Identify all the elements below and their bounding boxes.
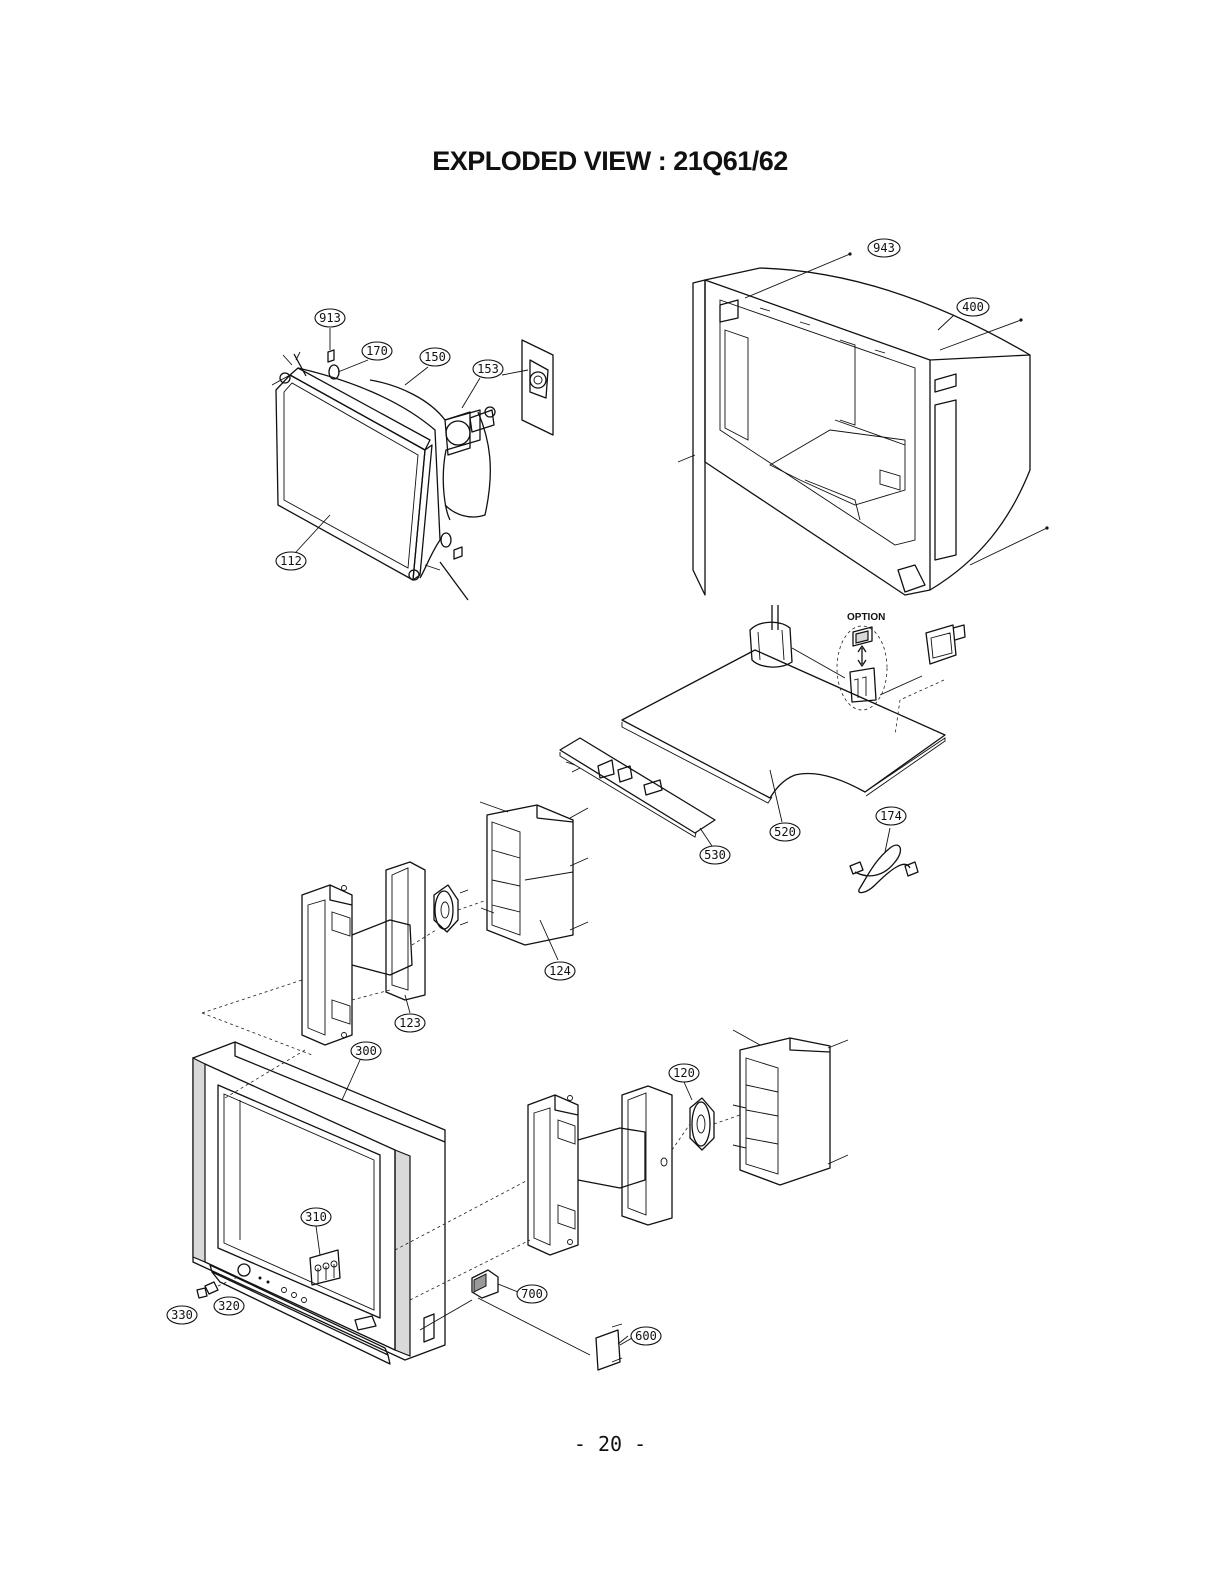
callout-120-label: 120 — [673, 1066, 695, 1080]
callout-153-label: 153 — [477, 362, 499, 376]
callout-330-label: 330 — [171, 1308, 193, 1322]
callout-170-label: 170 — [366, 344, 388, 358]
callout-150-label: 150 — [424, 350, 446, 364]
small-parts — [420, 1270, 632, 1370]
callout-310: 310 — [301, 1208, 331, 1226]
option-label: OPTION — [847, 612, 885, 623]
callout-120: 120 — [669, 1064, 699, 1082]
callout-530-label: 530 — [704, 848, 726, 862]
callout-600-label: 600 — [635, 1329, 657, 1343]
callout-124-label: 124 — [549, 964, 571, 978]
callout-330: 330 — [167, 1306, 197, 1324]
left-speaker-box — [302, 802, 588, 1045]
callout-913-label: 913 — [319, 311, 341, 325]
callout-943-label: 943 — [873, 241, 895, 255]
callout-310-label: 310 — [305, 1210, 327, 1224]
callout-300-label: 300 — [355, 1044, 377, 1058]
callout-600: 600 — [631, 1327, 661, 1345]
callout-320: 320 — [214, 1297, 244, 1315]
callout-400: 400 — [957, 298, 989, 316]
back-cover — [678, 252, 1049, 595]
main-pcb — [622, 605, 965, 803]
callout-320-label: 320 — [218, 1299, 240, 1313]
callout-112-label: 112 — [280, 554, 302, 568]
callout-112: 112 — [276, 552, 306, 570]
callout-174-label: 174 — [880, 809, 902, 823]
callout-700: 700 — [517, 1285, 547, 1303]
callout-300: 300 — [351, 1042, 381, 1060]
callout-124: 124 — [545, 962, 575, 980]
power-cord — [850, 828, 918, 893]
callout-520-label: 520 — [774, 825, 796, 839]
callout-943: 943 — [868, 239, 900, 257]
callout-153: 153 — [473, 360, 503, 378]
callout-400-label: 400 — [962, 300, 984, 314]
callout-174: 174 — [876, 807, 906, 825]
callout-520: 520 — [770, 823, 800, 841]
control-pcb — [560, 738, 715, 837]
callout-170: 170 — [362, 342, 392, 360]
callout-150: 150 — [420, 348, 450, 366]
front-cabinet — [193, 1042, 445, 1364]
callout-530: 530 — [700, 846, 730, 864]
guide-lines — [202, 900, 740, 1300]
callout-700-label: 700 — [521, 1287, 543, 1301]
callout-123: 123 — [395, 1014, 425, 1032]
page-number: - 20 - — [0, 1432, 1220, 1456]
callout-913: 913 — [315, 309, 345, 327]
callout-123-label: 123 — [399, 1016, 421, 1030]
